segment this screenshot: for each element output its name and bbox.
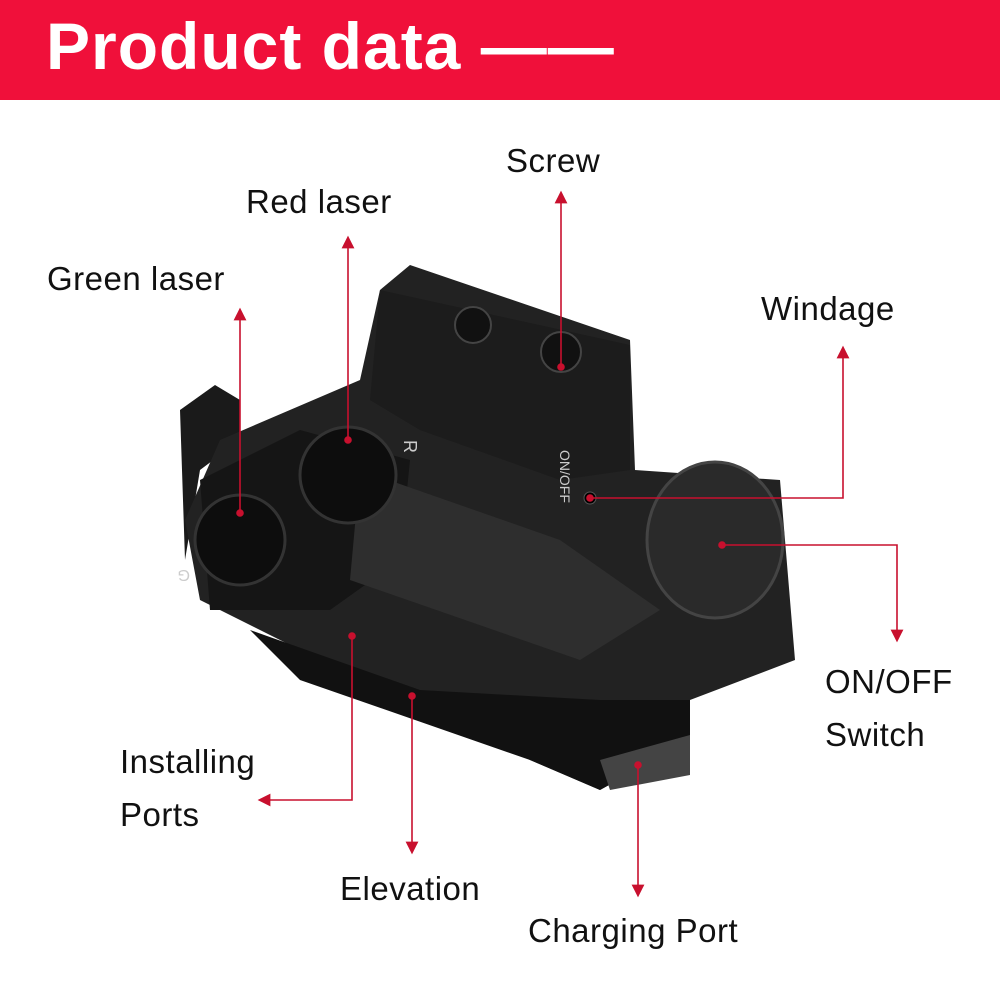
label-line: Installing xyxy=(120,743,256,780)
label-red-laser: Red laser xyxy=(246,183,392,220)
label-line: Switch xyxy=(825,716,926,753)
installing-line xyxy=(257,636,353,807)
label-line: Ports xyxy=(120,796,200,833)
callout-lines xyxy=(233,190,904,898)
screw xyxy=(454,306,492,344)
page-title: Product data —— xyxy=(46,9,615,83)
label-green-laser: Green laser xyxy=(47,260,225,297)
label-line: ON/OFF xyxy=(825,663,953,700)
on-off-mark: ON/OFF xyxy=(557,450,573,503)
label-screw: Screw xyxy=(506,142,601,179)
label-installing-ports: Installing Ports xyxy=(120,735,255,841)
g-mark: G xyxy=(178,566,190,583)
label-elevation: Elevation xyxy=(340,870,481,907)
header-banner: Product data —— xyxy=(0,0,1000,100)
r-mark: R xyxy=(400,440,420,453)
label-windage: Windage xyxy=(761,290,895,327)
windage-line xyxy=(590,345,850,499)
on-off-switch-pad xyxy=(645,460,785,620)
label-on-off-switch: ON/OFF Switch xyxy=(825,655,953,761)
switch-line xyxy=(722,544,904,643)
label-charging-port: Charging Port xyxy=(528,912,739,949)
